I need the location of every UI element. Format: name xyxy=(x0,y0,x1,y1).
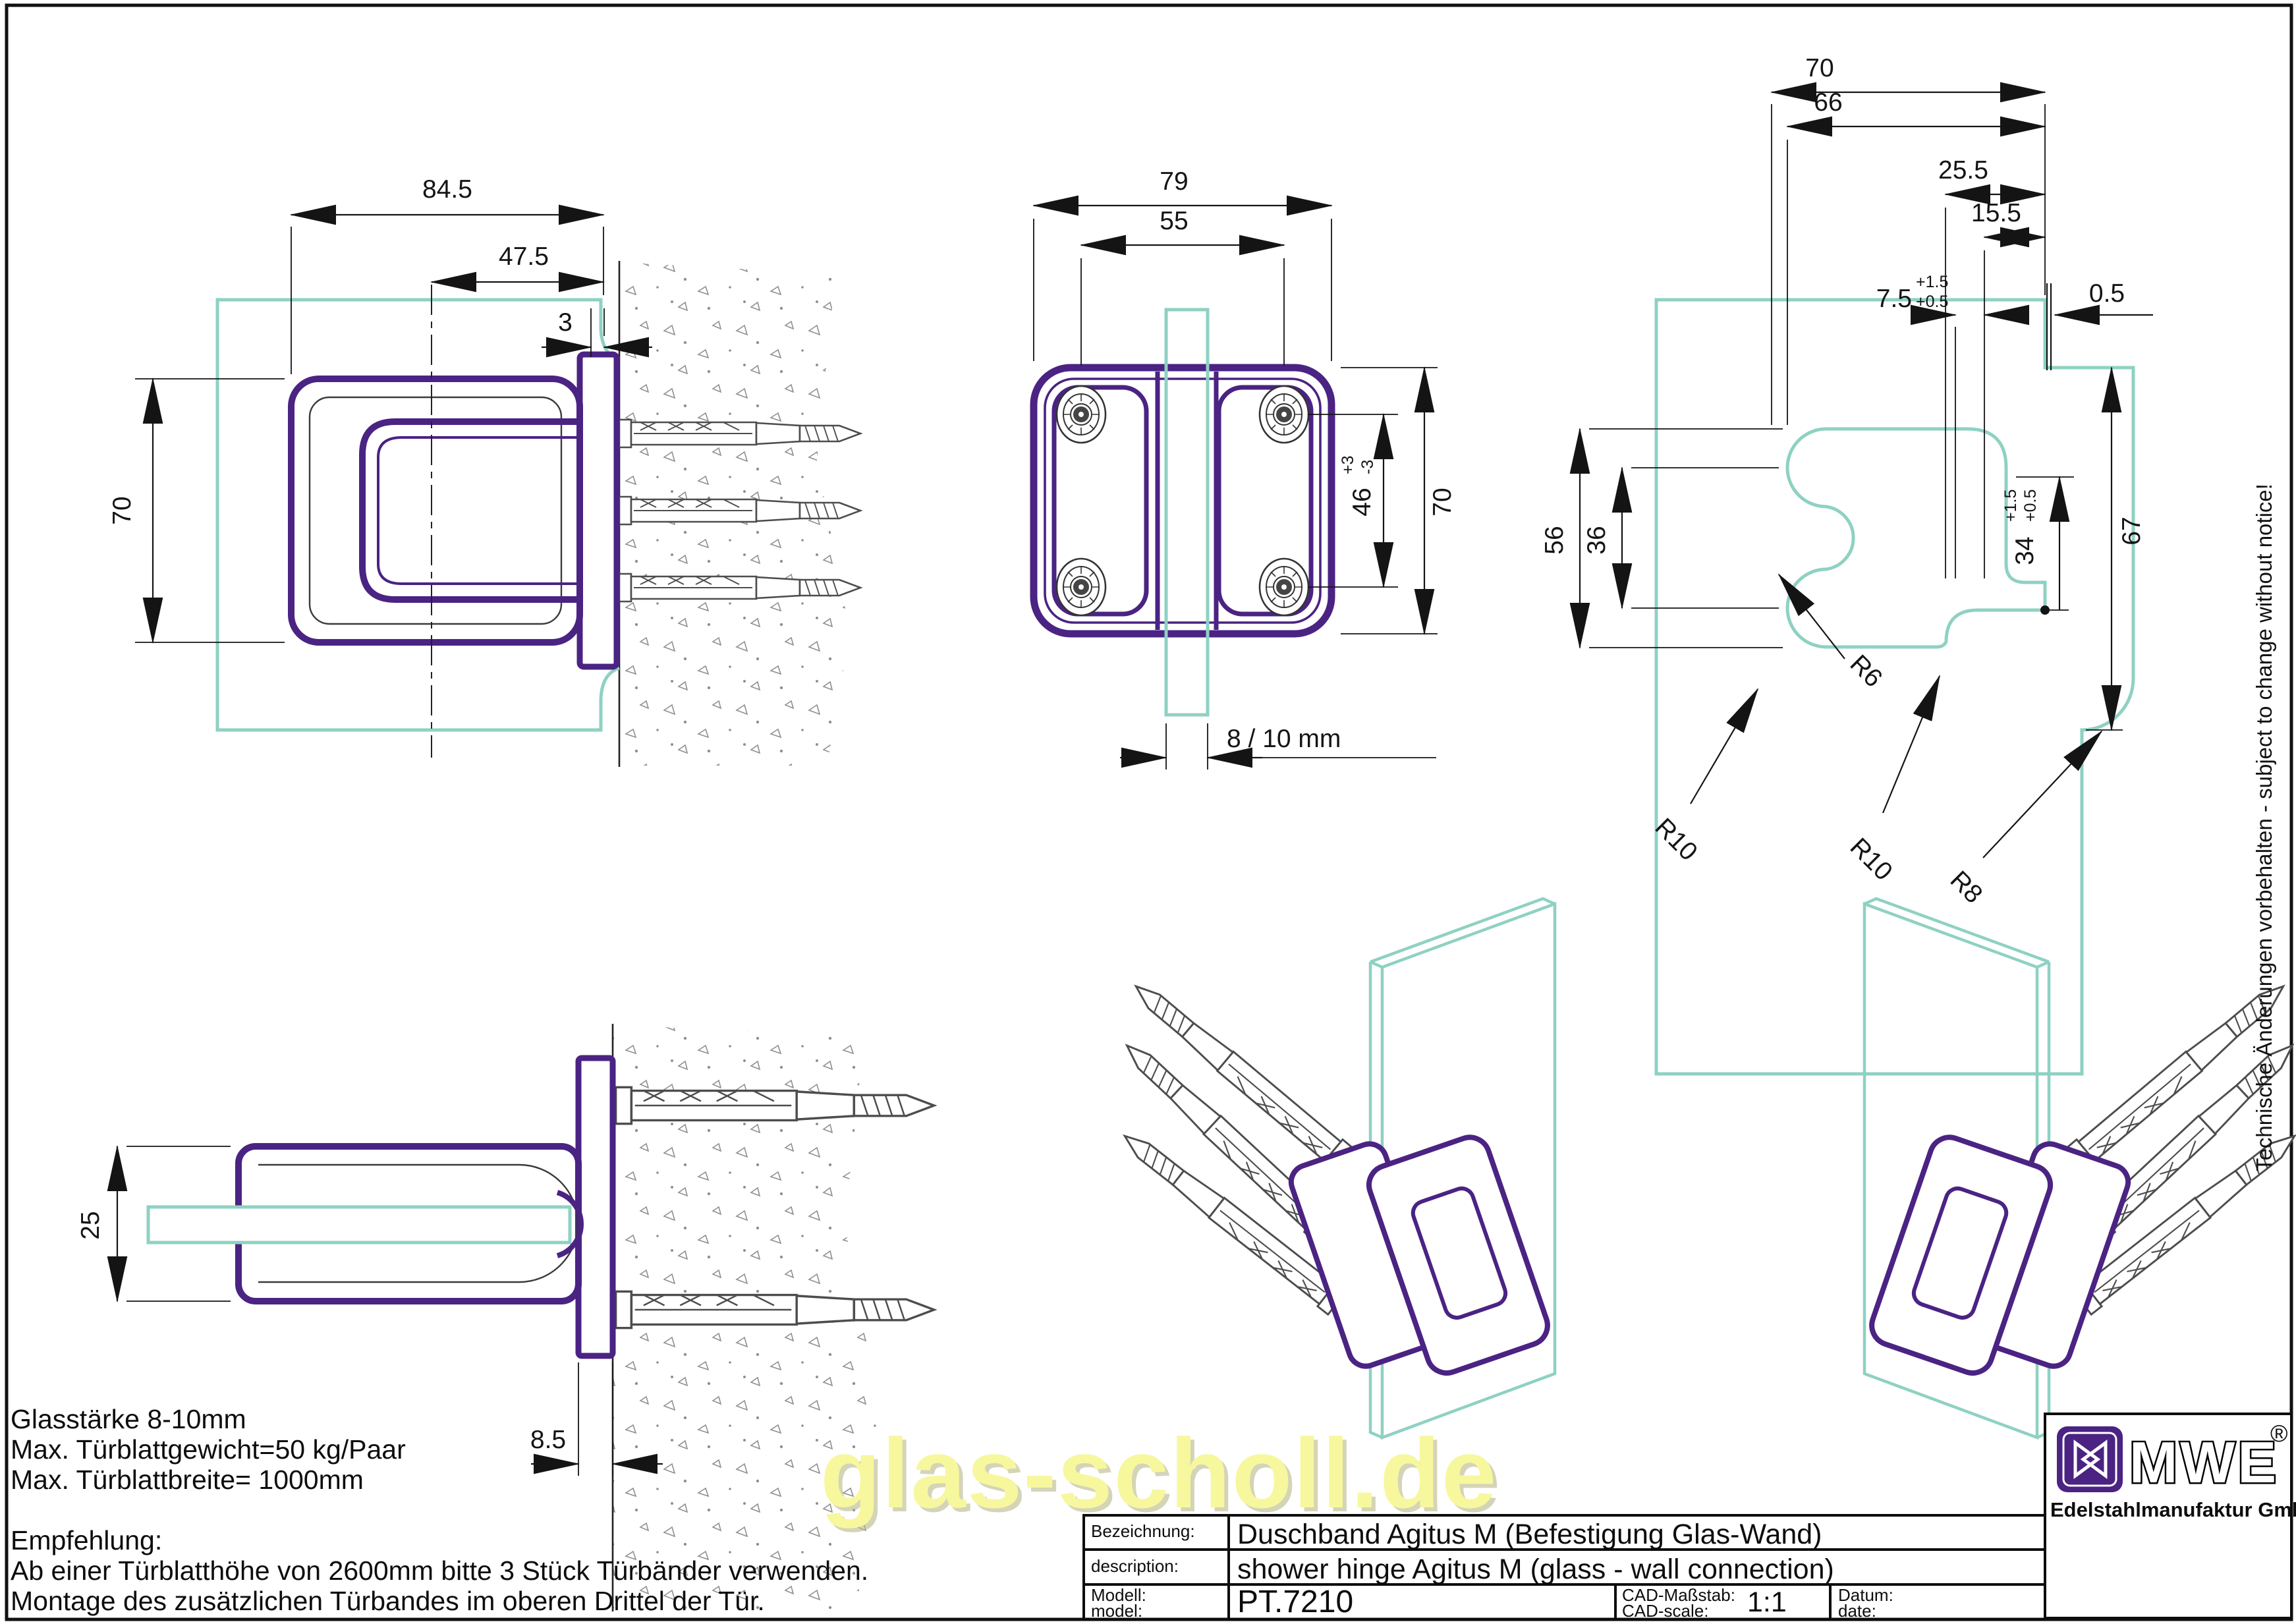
note-line: Empfehlung: xyxy=(11,1525,162,1555)
notes-block: Glasstärke 8-10mm Max. Türblattgewicht=5… xyxy=(11,1404,868,1616)
extension-lines xyxy=(126,1146,613,1476)
note-line: Ab einer Türblatthöhe von 2600mm bitte 3… xyxy=(11,1555,868,1586)
dim-r6: R6 xyxy=(1845,650,1888,693)
field-model-value: PT.7210 xyxy=(1237,1584,1353,1619)
dim-46-tol: 46 +3 -3 xyxy=(1339,455,1377,516)
dim-0-5: 0.5 xyxy=(2089,279,2125,308)
note-line: Montage des zusätzlichen Türbandes im ob… xyxy=(11,1586,765,1616)
field-bezeichnung-value: Duschband Agitus M (Befestigung Glas-Wan… xyxy=(1237,1519,1822,1550)
dim-7-5: 7.5 xyxy=(1876,285,1912,313)
field-description-label: description: xyxy=(1091,1556,1179,1576)
svg-text:34: 34 xyxy=(2011,536,2039,565)
change-notice: Technische Änderungen vorbehalten - subj… xyxy=(2252,484,2276,1171)
field-date-label-en: date: xyxy=(1838,1601,1876,1621)
hinge-clamp-top xyxy=(288,351,620,670)
dim-25-5: 25.5 xyxy=(1938,156,1988,184)
dimension-lines xyxy=(107,1144,663,1474)
dim-47-5: 47.5 xyxy=(499,242,549,271)
svg-text:glas-scholl.de: glas-scholl.de xyxy=(820,1418,1498,1528)
field-scale-label-de: CAD-Maßstab: xyxy=(1622,1585,1735,1605)
registered-icon: ® xyxy=(2270,1420,2288,1447)
dim-3: 3 xyxy=(558,308,573,337)
dimension-lines xyxy=(1569,82,2153,858)
extension-lines xyxy=(1033,219,1438,770)
watermark: glas-scholl.de glas-scholl.de xyxy=(820,1418,1501,1532)
field-scale-label-en: CAD-scale: xyxy=(1622,1601,1708,1621)
wall-gap-lines xyxy=(2046,283,2052,370)
dimension-lines xyxy=(142,204,652,644)
title-block: Bezeichnung: Duschband Agitus M (Befesti… xyxy=(1082,1514,2046,1621)
logo-subtitle: Edelstahlmanufaktur GmbH xyxy=(2050,1498,2296,1521)
glass-tab-outline xyxy=(1164,308,1210,717)
hinge-body-front xyxy=(1030,364,1335,638)
note-line: Glasstärke 8-10mm xyxy=(11,1404,246,1434)
pivot-cap xyxy=(556,1190,584,1258)
svg-text:+3: +3 xyxy=(1339,455,1357,474)
dim-79: 79 xyxy=(1160,167,1188,196)
view-front-elevation: 79 55 70 46 +3 -3 8 / 10 mm xyxy=(1030,167,1457,770)
logo-brand: MWE xyxy=(2129,1430,2279,1495)
extension-lines xyxy=(1589,104,2123,731)
extension-lines xyxy=(135,227,605,643)
dim-55: 55 xyxy=(1160,207,1188,235)
page-border xyxy=(5,3,2293,1621)
glass-pane-iso xyxy=(1368,897,1557,1440)
svg-text:+1.5: +1.5 xyxy=(2002,490,2020,522)
dim-36: 36 xyxy=(1582,526,1611,554)
dim-7-5-tol-minus: +0.5 xyxy=(1916,293,1948,311)
view-side-section: 25 8.5 xyxy=(76,1024,936,1611)
field-description-value: shower hinge Agitus M (glass - wall conn… xyxy=(1237,1554,1834,1585)
dim-70: 70 xyxy=(1805,54,1834,82)
field-modell-label: Modell: xyxy=(1091,1585,1146,1605)
field-bezeichnung-label: Bezeichnung: xyxy=(1091,1521,1195,1541)
dim-66: 66 xyxy=(1814,88,1842,117)
mwe-bowtie-icon xyxy=(2057,1426,2123,1492)
dim-56: 56 xyxy=(1540,526,1569,554)
field-model-label: model: xyxy=(1091,1601,1142,1621)
svg-text:glas-scholl.de: glas-scholl.de xyxy=(824,1422,1501,1532)
glass-pane-side xyxy=(146,1205,572,1245)
dim-25: 25 xyxy=(76,1211,105,1239)
dim-34-tol: 34 +1.5 +0.5 xyxy=(2002,490,2040,565)
dim-70-right: 70 xyxy=(1428,488,1457,516)
svg-text:46: 46 xyxy=(1348,488,1376,516)
dim-glass-thickness: 8 / 10 mm xyxy=(1227,725,1341,753)
glass-corner-outline xyxy=(1654,298,2135,1076)
dim-84-5: 84.5 xyxy=(422,175,472,204)
dim-67: 67 xyxy=(2117,517,2146,545)
svg-text:+0.5: +0.5 xyxy=(2021,490,2040,522)
view-isometric-left xyxy=(1114,897,1557,1440)
note-line: Max. Türblattbreite= 1000mm xyxy=(11,1465,364,1495)
dim-8-5: 8.5 xyxy=(530,1426,566,1454)
dim-r8: R8 xyxy=(1945,866,1988,909)
field-date-label-de: Datum: xyxy=(1838,1585,1893,1605)
view-glass-template: 70 66 25.5 15.5 7.5 +1.5 +0.5 0.5 56 36 … xyxy=(1540,54,2153,1076)
cutout-outline xyxy=(1785,427,2047,649)
logo-box: MWE ® Edelstahlmanufaktur GmbH xyxy=(2044,1413,2296,1619)
dim-7-5-tol-plus: +1.5 xyxy=(1916,273,1948,291)
dim-70-left: 70 xyxy=(108,496,136,524)
datum-dot xyxy=(2040,605,2050,615)
view-top-section: 84.5 47.5 3 70 xyxy=(108,175,862,767)
dim-r10-right: R10 xyxy=(1845,833,1898,886)
note-line: Max. Türblattgewicht=50 kg/Paar xyxy=(11,1434,406,1465)
field-scale-value: 1:1 xyxy=(1747,1586,1787,1618)
dim-15-5: 15.5 xyxy=(1971,199,2021,227)
hinge-iso xyxy=(1288,1134,1550,1376)
svg-text:-3: -3 xyxy=(1358,460,1377,474)
dimension-lines xyxy=(1032,195,1435,768)
